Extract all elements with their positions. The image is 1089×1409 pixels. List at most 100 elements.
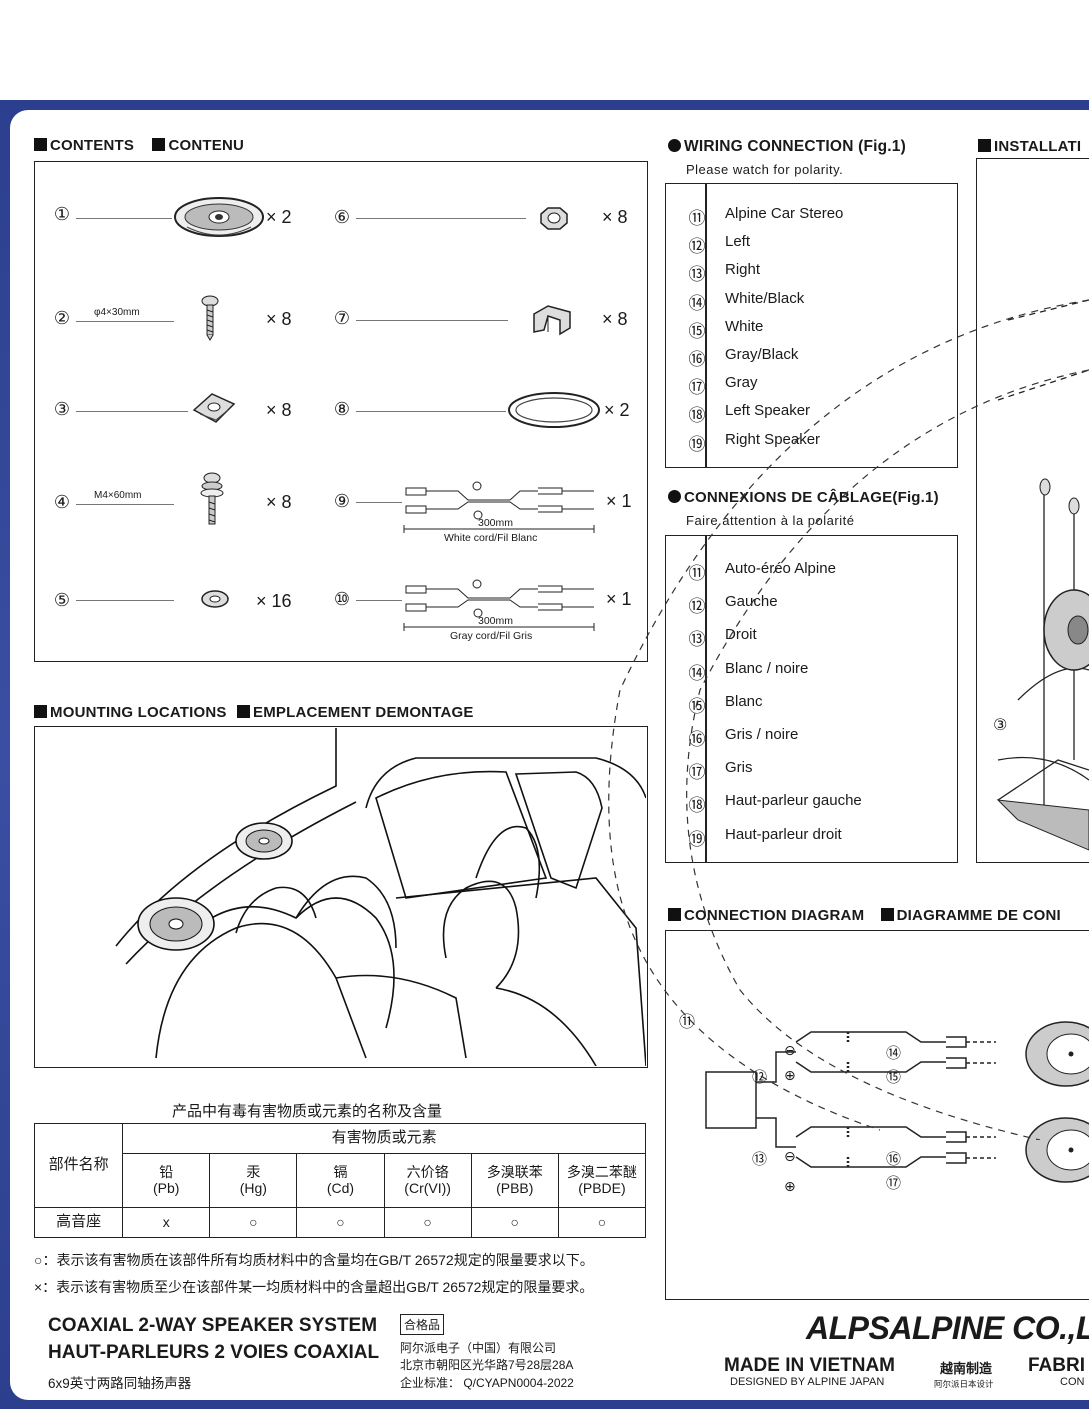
speed-clip-icon (192, 393, 236, 423)
installation-box (976, 158, 1089, 863)
product-name-en: COAXIAL 2-WAY SPEAKER SYSTEM (48, 1315, 378, 1336)
company-name-cn: 阿尔派电子（中国）有限公司 (400, 1341, 557, 1355)
item-quantity: × 2 (266, 207, 292, 227)
item-quantity: × 2 (604, 400, 630, 420)
qualified-stamp: 合格品 (400, 1314, 445, 1335)
item-number: ③ (53, 399, 71, 419)
contents-heading: CONTENTS CONTENU (34, 137, 244, 154)
item-quantity: × 8 (266, 492, 292, 512)
fabrique-label: FABRI (1028, 1355, 1085, 1376)
wiring-number: ⑱ (688, 406, 706, 426)
wiring-number: ⑯ (688, 350, 706, 369)
cord-caption: White cord/Fil Blanc (444, 532, 538, 544)
table-row: 高音座 x ○ ○ ○ ○ ○ (33, 1207, 647, 1238)
part-name-cell: 高音座 (33, 1207, 124, 1238)
enterprise-standard: 企业标准： Q/CYAPN0004-2022 (400, 1376, 574, 1390)
wiring-number: ⑲ (688, 434, 706, 454)
item-quantity: × 1 (606, 589, 632, 609)
wiring-label: Left Speaker (725, 402, 811, 420)
value-cell: ○ (296, 1207, 385, 1238)
item-number: ⑤ (53, 590, 71, 610)
top-margin (0, 0, 1089, 100)
wiring-label: Gray (725, 374, 758, 392)
wiring-number: ⑭ (688, 663, 706, 683)
item-quantity: × 8 (266, 309, 292, 329)
product-name-cn: 6x9英寸两路同轴扬声器 (48, 1376, 192, 1391)
substance-header: 六价铬(Cr(VI)) (383, 1153, 472, 1208)
wiring-number: ⑯ (688, 730, 706, 749)
wiring-label: Gray/Black (725, 346, 799, 363)
brand-logo: ALPSALPINE CO.,L (806, 1310, 1089, 1346)
product-name-fr: HAUT-PARLEURS 2 VOIES COAXIAL (48, 1342, 380, 1363)
diagram-label-17: ⑰ (886, 1175, 902, 1192)
wiring-label: Blanc (725, 692, 763, 710)
coaxial-speaker-icon (174, 197, 264, 237)
wiring-subtitle-en: Please watch for polarity. (686, 162, 844, 177)
wiring-heading-en: WIRING CONNECTION (Fig.1) (668, 138, 906, 156)
value-cell: ○ (383, 1207, 472, 1238)
substance-header: 镉(Cd) (296, 1153, 385, 1208)
wiring-heading-fr: CONNEXIONS DE CÂBLAGE(Fig.1) (668, 489, 939, 506)
wiring-number: ⑬ (688, 265, 706, 285)
hazard-note-2: ×：表示该有害物质至少在该部件某一均质材料中的含量超出GB/T 26572规定的… (34, 1279, 594, 1295)
contents-box (34, 161, 648, 662)
item-quantity: × 1 (606, 491, 632, 511)
value-cell: ○ (470, 1207, 559, 1238)
diagram-label-14: ⑭ (886, 1045, 902, 1062)
diagram-label-15: ⑮ (886, 1069, 902, 1086)
value-cell: x (122, 1207, 211, 1238)
wiring-box-en (665, 183, 958, 468)
hazard-note-1: ○：表示该有害物质在该部件所有均质材料中的含量均在GB/T 26572规定的限量… (34, 1252, 594, 1268)
made-in-label: MADE IN VIETNAM (724, 1355, 895, 1376)
wiring-label: Gris / noire (725, 726, 799, 743)
made-in-cn: 越南制造 (940, 1361, 993, 1376)
bolt-size-label: M4×60mm (94, 490, 142, 501)
wiring-label: Gauche (725, 593, 778, 611)
fabrique-sub: CON (1060, 1376, 1085, 1388)
installation-callout: ③ (993, 717, 1008, 734)
wiring-number: ⑲ (688, 829, 706, 849)
diagram-label-12: ⑫ (752, 1069, 768, 1086)
value-cell: ○ (209, 1207, 298, 1238)
wiring-label: Left (725, 233, 751, 251)
substance-header: 多溴二苯醚(PBDE) (557, 1153, 647, 1208)
item-number: ⑥ (333, 207, 351, 227)
substance-header-row: 铅(Pb) 汞(Hg) 镉(Cd) 六价铬(Cr(VI)) 多溴联苯(PBB) … (35, 1153, 647, 1208)
wiring-box-fr (665, 535, 958, 863)
wiring-number: ⑰ (688, 378, 706, 398)
wiring-subtitle-fr: Faire attention à la polarité (686, 513, 855, 528)
designed-by-cn: 阿尔派日本设计 (934, 1379, 994, 1389)
wiring-number: ⑫ (688, 237, 706, 257)
screw-size-label: φ4×30mm (94, 307, 140, 318)
wiring-label: White/Black (725, 289, 805, 307)
wiring-label: Right (725, 261, 761, 279)
company-address: 北京市朝阳区光华路7号28层28A (400, 1358, 574, 1372)
wiring-number: ⑮ (688, 321, 706, 341)
item-quantity: × 16 (256, 591, 292, 611)
designed-by-label: DESIGNED BY ALPINE JAPAN (730, 1376, 885, 1388)
connection-diagram-box (665, 930, 1089, 1300)
bolt-with-washer-icon (200, 472, 224, 525)
wiring-number: ⑱ (688, 796, 706, 816)
wiring-label: Gris (725, 759, 753, 777)
wiring-label: Right Speaker (725, 430, 821, 448)
value-cell: ○ (557, 1207, 647, 1238)
wiring-label: Haut-parleur gauche (725, 792, 862, 810)
item-number: ⑧ (333, 399, 351, 419)
diagram-label-16: ⑯ (886, 1151, 902, 1168)
wiring-number: ⑮ (688, 696, 706, 716)
wiring-label: Alpine Car Stereo (725, 205, 844, 222)
mounting-heading: MOUNTING LOCATIONS EMPLACEMENT DEMONTAGE (34, 704, 474, 721)
bracket-clip-icon (533, 305, 571, 336)
wiring-label: Droit (725, 626, 757, 644)
mounting-box (34, 726, 648, 1068)
dashed-guide-arcs (608, 299, 1089, 1140)
part-name-header: 部件名称 (33, 1123, 124, 1208)
diagram-label-11: ⑪ (679, 1014, 696, 1031)
item-number: ⑨ (333, 491, 351, 511)
connection-diagram-schematic (705, 1021, 1089, 1183)
item-quantity: × 8 (602, 309, 628, 329)
diagram-plus: ⊕ (784, 1067, 796, 1083)
screw-icon (201, 295, 219, 341)
wiring-number: ⑬ (688, 630, 706, 650)
